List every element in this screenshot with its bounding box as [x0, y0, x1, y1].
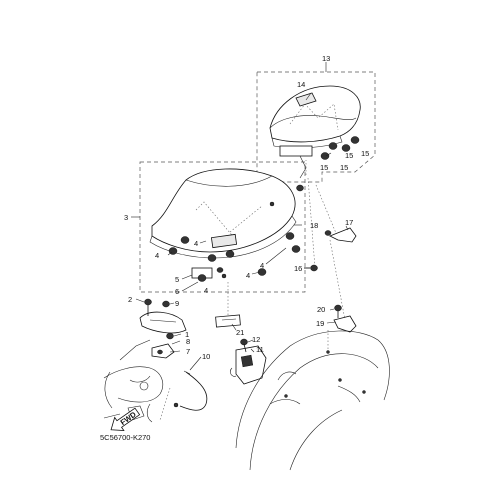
seat-lock-parts — [304, 227, 357, 272]
callout-19: 19 — [316, 319, 324, 328]
callout-11: 11 — [256, 345, 264, 354]
rider-seat-group-box — [139, 161, 306, 293]
seat-bracket-assembly — [139, 298, 187, 359]
rear-fender-outline — [235, 330, 390, 471]
callout-15c: 15 — [345, 151, 353, 160]
callout-7: 7 — [186, 347, 190, 356]
callout-4a: 4 — [155, 251, 159, 260]
callout-4b: 4 — [194, 239, 198, 248]
rider-seat — [149, 168, 297, 259]
pillion-seat — [269, 85, 361, 179]
callout-18: 18 — [310, 221, 318, 230]
rear-hook-parts — [326, 304, 357, 354]
callout-15b: 15 — [340, 163, 348, 172]
callout-4c: 4 — [204, 286, 208, 295]
pillion-mount-nut — [296, 184, 304, 192]
callout-17: 17 — [345, 218, 353, 227]
callout-13: 13 — [322, 54, 330, 63]
callout-5: 5 — [175, 275, 179, 284]
callout-15d: 15 — [361, 149, 369, 158]
fwd-arrow-icon: FWD — [110, 407, 141, 432]
callout-3: 3 — [124, 213, 128, 222]
callout-14: 14 — [297, 80, 305, 89]
callout-2: 2 — [128, 295, 132, 304]
diagram-code: 5C56700-K270 — [100, 433, 150, 442]
callout-16: 16 — [294, 264, 302, 273]
callout-15a: 15 — [320, 163, 328, 172]
callout-9: 9 — [175, 299, 179, 308]
pillion-seat-dampers — [296, 136, 360, 192]
seat-lock-assembly — [230, 338, 267, 385]
callout-4d: 4 — [246, 271, 250, 280]
rider-seat-dampers — [168, 232, 301, 282]
callout-leaders — [135, 92, 349, 371]
callout-8: 8 — [186, 337, 190, 346]
callout-12: 12 — [252, 335, 260, 344]
callout-1: 1 — [185, 330, 189, 339]
callout-21: 21 — [236, 328, 244, 337]
callout-labels: 13 14 15 15 15 15 3 4 4 4 4 4 5 6 16 17 … — [124, 54, 369, 361]
callout-6: 6 — [175, 287, 179, 296]
callout-20: 20 — [317, 305, 325, 314]
pillion-seat-bracket — [279, 145, 313, 157]
label-21-plate — [215, 314, 241, 328]
callout-4e: 4 — [260, 261, 264, 270]
rider-seat-label — [210, 233, 238, 249]
callout-10: 10 — [202, 352, 210, 361]
seat-lock-cable — [173, 370, 208, 411]
